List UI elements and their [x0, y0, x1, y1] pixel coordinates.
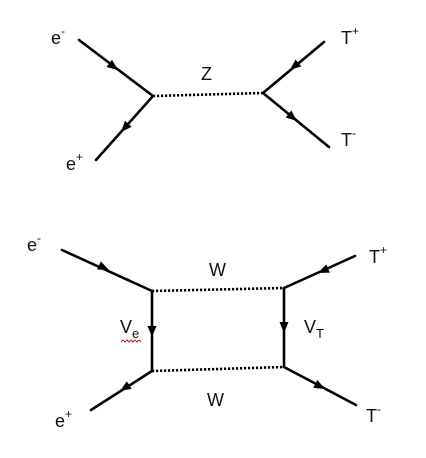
label-tau-minus: T- — [366, 402, 381, 426]
label-w-bottom: W — [207, 390, 224, 410]
positron-arrow — [121, 120, 132, 132]
electron-line — [60, 248, 154, 293]
w-propagator-top — [151, 286, 285, 293]
label-w-top: W — [209, 260, 226, 280]
z-exchange-diagram: e- e+ Z T+ T- — [51, 24, 359, 174]
electron-arrow — [97, 261, 109, 270]
label-z: Z — [201, 64, 212, 84]
tau-minus-arrow — [313, 379, 325, 389]
tau-minus-arrow — [285, 110, 297, 121]
neutrino-tau-arrow — [279, 322, 289, 333]
label-positron: e+ — [66, 150, 83, 174]
label-tau-plus: T+ — [341, 24, 359, 48]
label-tau-plus: T+ — [369, 243, 387, 267]
label-positron: e+ — [55, 407, 72, 431]
tau-plus-arrow — [290, 59, 302, 70]
w-box-diagram: e- e+ W W Ve VT T+ T- — [27, 231, 387, 431]
neutrino-e-arrow — [147, 326, 157, 337]
tau-plus-arrow — [318, 264, 330, 273]
spellcheck-underline — [120, 339, 142, 343]
z-propagator — [152, 91, 264, 98]
label-tau-minus: T- — [341, 126, 356, 150]
electron-arrow — [106, 59, 118, 70]
label-electron: e- — [51, 24, 65, 48]
label-neutrino-e: Ve — [120, 317, 139, 341]
w-propagator-bottom — [151, 365, 285, 373]
label-neutrino-tau: VT — [304, 317, 324, 341]
positron-arrow — [120, 381, 132, 391]
label-electron: e- — [27, 231, 41, 255]
